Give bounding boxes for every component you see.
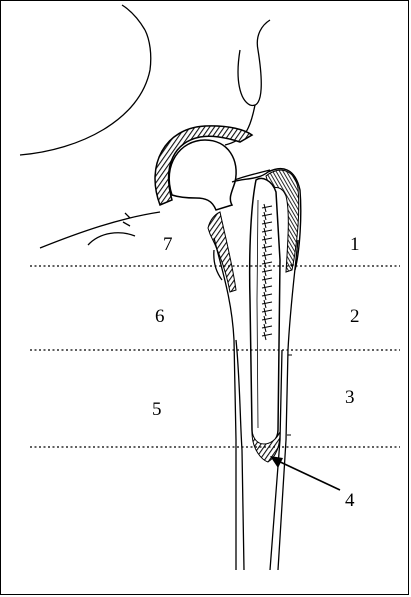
zone-dividers — [30, 266, 400, 447]
zone-label-1: 1 — [350, 234, 360, 255]
femoral-head — [169, 140, 236, 210]
zone-label-3: 3 — [345, 387, 355, 408]
zone-label-2: 2 — [350, 306, 360, 327]
zone-label-7: 7 — [163, 234, 173, 255]
zone-4-arrow — [270, 456, 340, 490]
pelvis-outline — [20, 5, 270, 248]
zone-label-4: 4 — [345, 490, 355, 511]
zone-label-5: 5 — [152, 399, 162, 420]
zone-label-6: 6 — [155, 306, 165, 327]
